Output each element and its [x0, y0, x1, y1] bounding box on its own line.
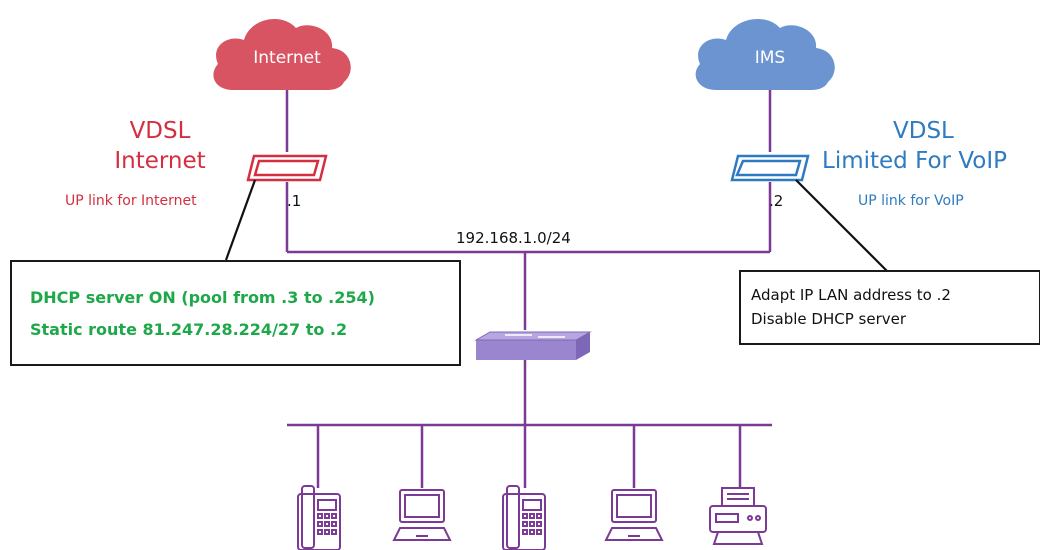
right-router-subtitle: UP link for VoIP: [858, 193, 964, 209]
ip-phone-icon: [297, 485, 341, 550]
ims-cloud-icon: IMS: [695, 18, 835, 91]
subnet-label: 192.168.1.0/24: [456, 229, 571, 247]
network-links: [285, 90, 772, 488]
internet-cloud-label: Internet: [253, 48, 321, 68]
left-router-address: .1: [287, 192, 302, 210]
right-router-config-note: Adapt IP LAN address to .2 Disable DHCP …: [739, 270, 1040, 345]
computer-icon: [604, 489, 664, 541]
right-vdsl-router-icon: [730, 154, 810, 182]
fax-printer-icon: [709, 487, 767, 545]
ims-cloud-label: IMS: [755, 48, 785, 68]
left-router-title-line2: Internet: [114, 148, 206, 174]
left-router-title-line1: VDSL: [129, 118, 191, 144]
left-router-config-note: DHCP server ON (pool from .3 to .254) St…: [10, 260, 461, 366]
right-callout-leader: [795, 179, 889, 273]
computer-icon: [392, 489, 452, 541]
left-note-line2: Static route 81.247.28.224/27 to .2: [30, 320, 348, 339]
left-note-line1: DHCP server ON (pool from .3 to .254): [30, 288, 375, 307]
left-vdsl-router-icon: [246, 154, 328, 182]
right-note-line1: Adapt IP LAN address to .2: [751, 286, 951, 304]
right-router-title-line2: Limited For VoIP: [822, 148, 1007, 174]
network-switch-icon: [474, 331, 592, 360]
left-callout-leader: [224, 179, 257, 261]
ip-phone-icon: [502, 485, 546, 550]
right-router-address: .2: [769, 192, 784, 210]
right-note-line2: Disable DHCP server: [751, 310, 907, 328]
right-router-title-line1: VDSL: [893, 118, 954, 144]
left-router-subtitle: UP link for Internet: [65, 193, 197, 209]
internet-cloud-icon: Internet: [213, 18, 351, 91]
